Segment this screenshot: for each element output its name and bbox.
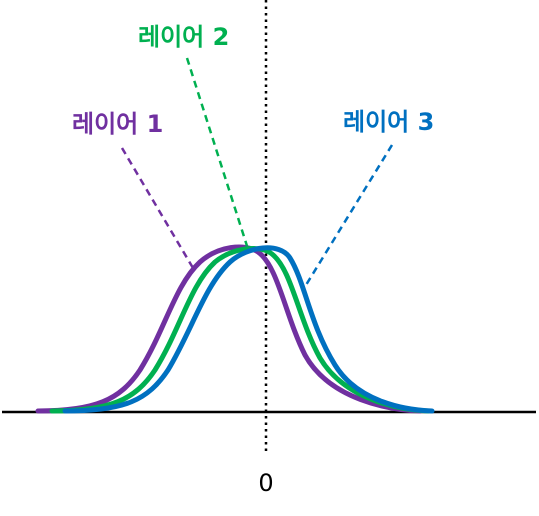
origin-label: 0 [258,469,273,497]
layer-2-label: 레이어 2 [138,23,229,51]
layer-3-curve [62,245,435,414]
layer-2-leader-line [185,57,249,247]
layer-3-label: 레이어 3 [343,108,434,136]
layer-2-curve [49,246,431,414]
layer-1-label: 레이어 1 [72,110,163,138]
layer-1-leader-line [120,147,195,269]
layer-1-curve [35,244,423,414]
layer-3-leader-line [304,144,394,286]
